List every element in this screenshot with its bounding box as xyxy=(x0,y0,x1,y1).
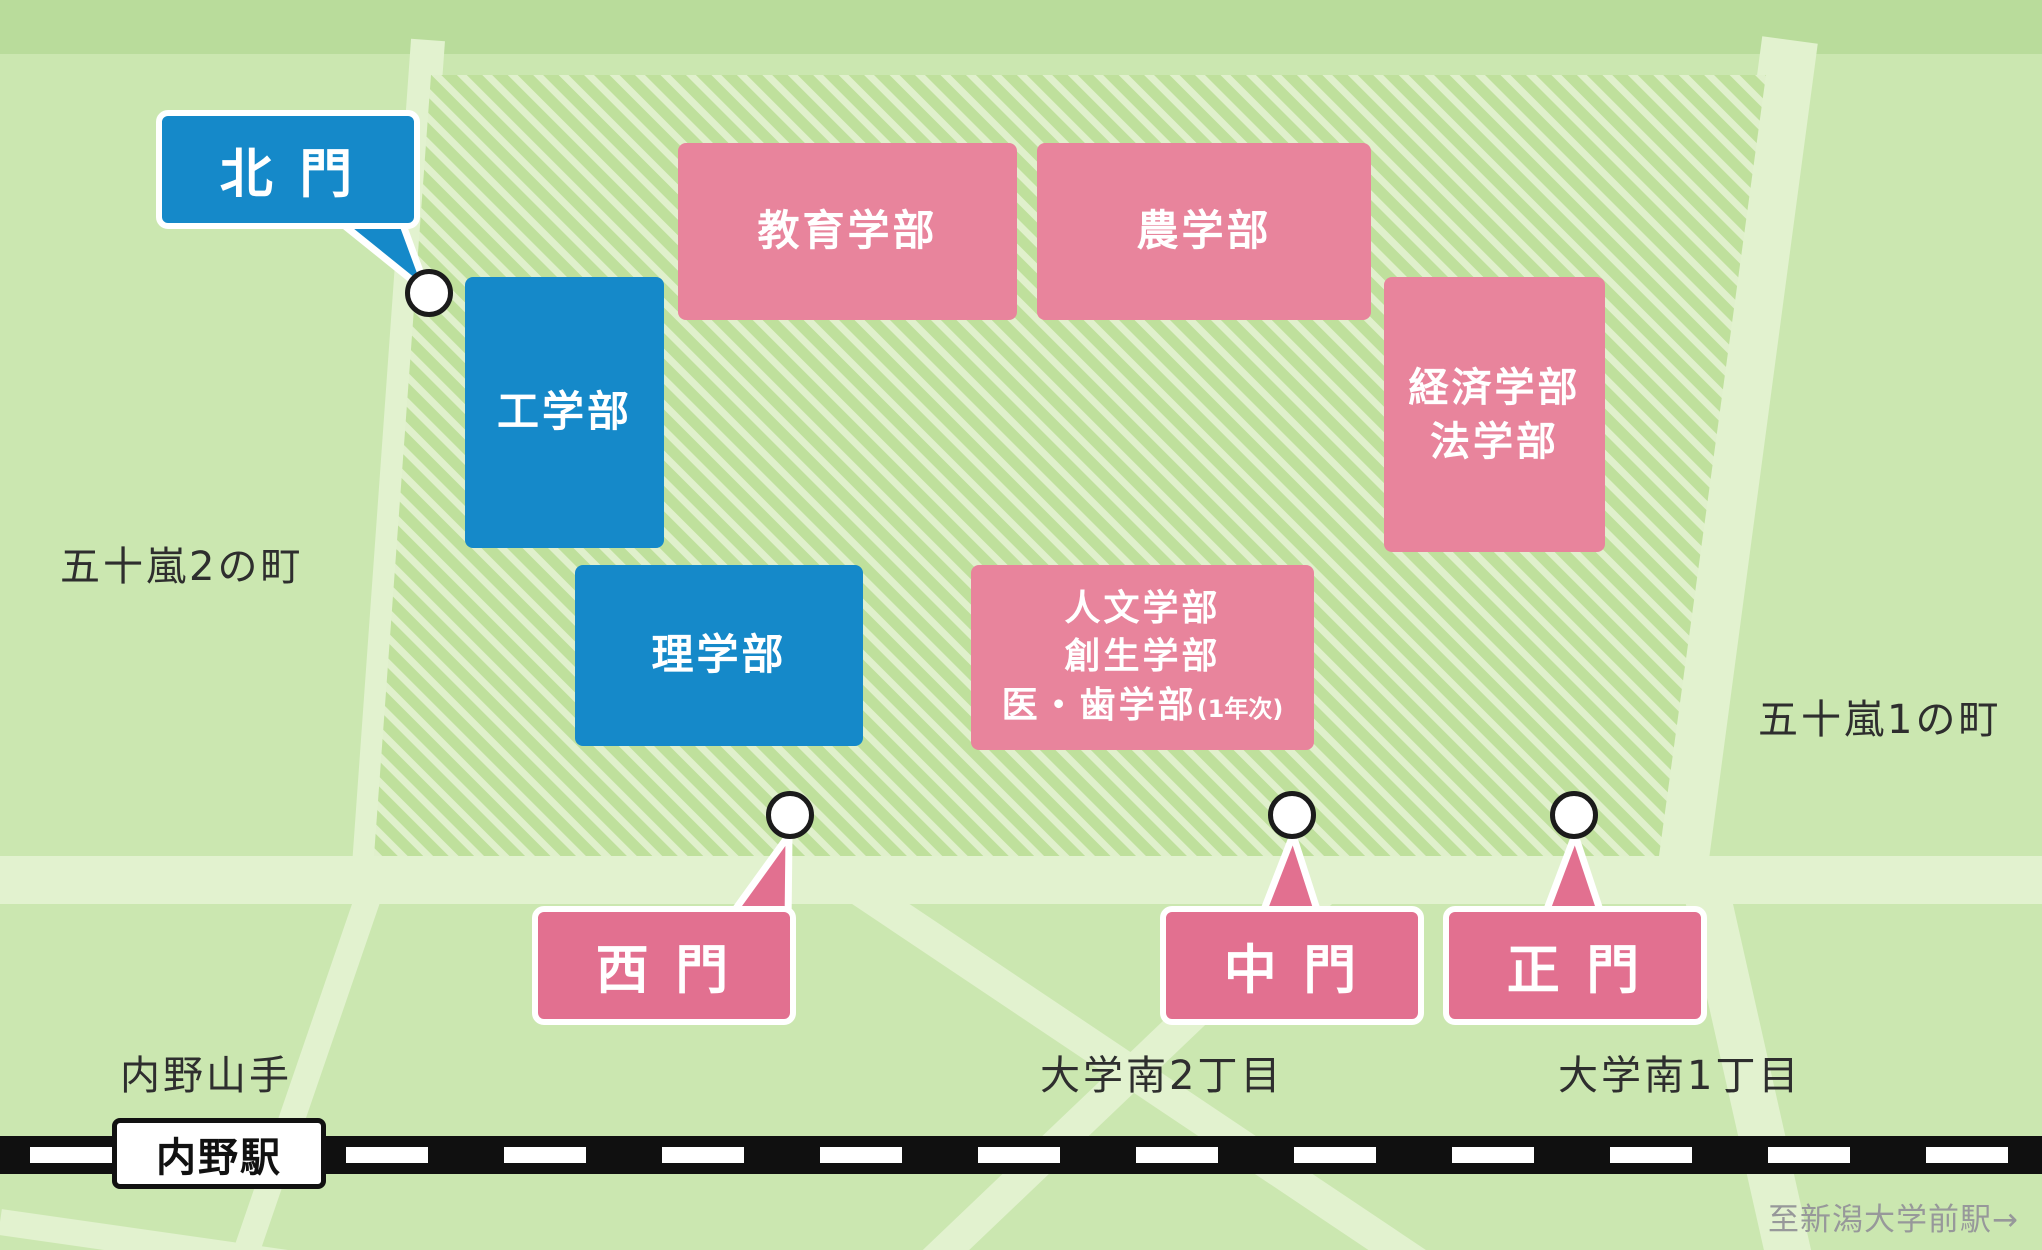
railway-dashes xyxy=(0,1147,2042,1163)
area-label-uchino-yamate: 内野山手 xyxy=(120,1053,292,1099)
top-road-strip xyxy=(0,0,2042,54)
building-education-label: 教育学部 xyxy=(757,206,938,256)
building-med-dent-label: 医・歯学部(1年次) xyxy=(1002,682,1284,731)
gate-label-west: 西 門 xyxy=(532,906,796,1025)
gate-label-main-text: 正 門 xyxy=(1506,939,1644,1001)
gate-label-middle: 中 門 xyxy=(1160,906,1424,1025)
building-create-label: 創生学部 xyxy=(1064,636,1221,678)
building-engineering: 工学部 xyxy=(465,277,664,548)
road-east-upper xyxy=(1650,36,1818,884)
gate-label-north: 北 門 xyxy=(156,110,420,229)
gate-label-middle-text: 中 門 xyxy=(1223,939,1361,1001)
rail-direction-note: 至新潟大学前駅→ xyxy=(1768,1202,2019,1238)
station-name: 内野駅 xyxy=(156,1134,282,1181)
gate-label-west-text: 西 門 xyxy=(595,939,733,1001)
building-science-label: 理学部 xyxy=(651,630,787,680)
building-humanities: 人文学部 創生学部 医・歯学部(1年次) xyxy=(971,565,1314,750)
roads xyxy=(0,36,2042,1250)
area-label-ikarashi-2: 五十嵐2の町 xyxy=(60,544,304,590)
building-agriculture: 農学部 xyxy=(1037,143,1371,320)
area-label-daigaku-minami-1: 大学南1丁目 xyxy=(1558,1053,1802,1099)
building-med-dent-note: (1年次) xyxy=(1196,694,1284,723)
area-label-ikarashi-1: 五十嵐1の町 xyxy=(1758,697,2002,743)
railway-line xyxy=(0,1136,2042,1174)
station-badge: 内野駅 xyxy=(112,1118,326,1189)
building-agriculture-label: 農学部 xyxy=(1136,206,1272,256)
building-science: 理学部 xyxy=(575,565,863,746)
building-humanities-label: 人文学部 xyxy=(1064,587,1221,629)
road-west-lower xyxy=(233,875,387,1250)
area-label-daigaku-minami-2: 大学南2丁目 xyxy=(1040,1053,1284,1099)
gate-marker-main xyxy=(1550,791,1598,839)
road-southwest-corner xyxy=(0,1209,288,1250)
road-east-lower xyxy=(1681,874,1812,1250)
building-law-label: 法学部 xyxy=(1430,418,1559,465)
building-economics-law: 経済学部 法学部 xyxy=(1384,277,1605,552)
gate-label-main: 正 門 xyxy=(1443,906,1707,1025)
building-education: 教育学部 xyxy=(678,143,1017,320)
gate-marker-middle xyxy=(1268,791,1316,839)
building-engineering-label: 工学部 xyxy=(496,387,632,437)
gate-marker-north xyxy=(405,269,453,317)
gate-label-north-text: 北 門 xyxy=(219,143,357,205)
building-economics-label: 経済学部 xyxy=(1408,364,1581,411)
building-med-dent-text: 医・歯学部 xyxy=(1001,684,1197,726)
gate-marker-west xyxy=(766,791,814,839)
